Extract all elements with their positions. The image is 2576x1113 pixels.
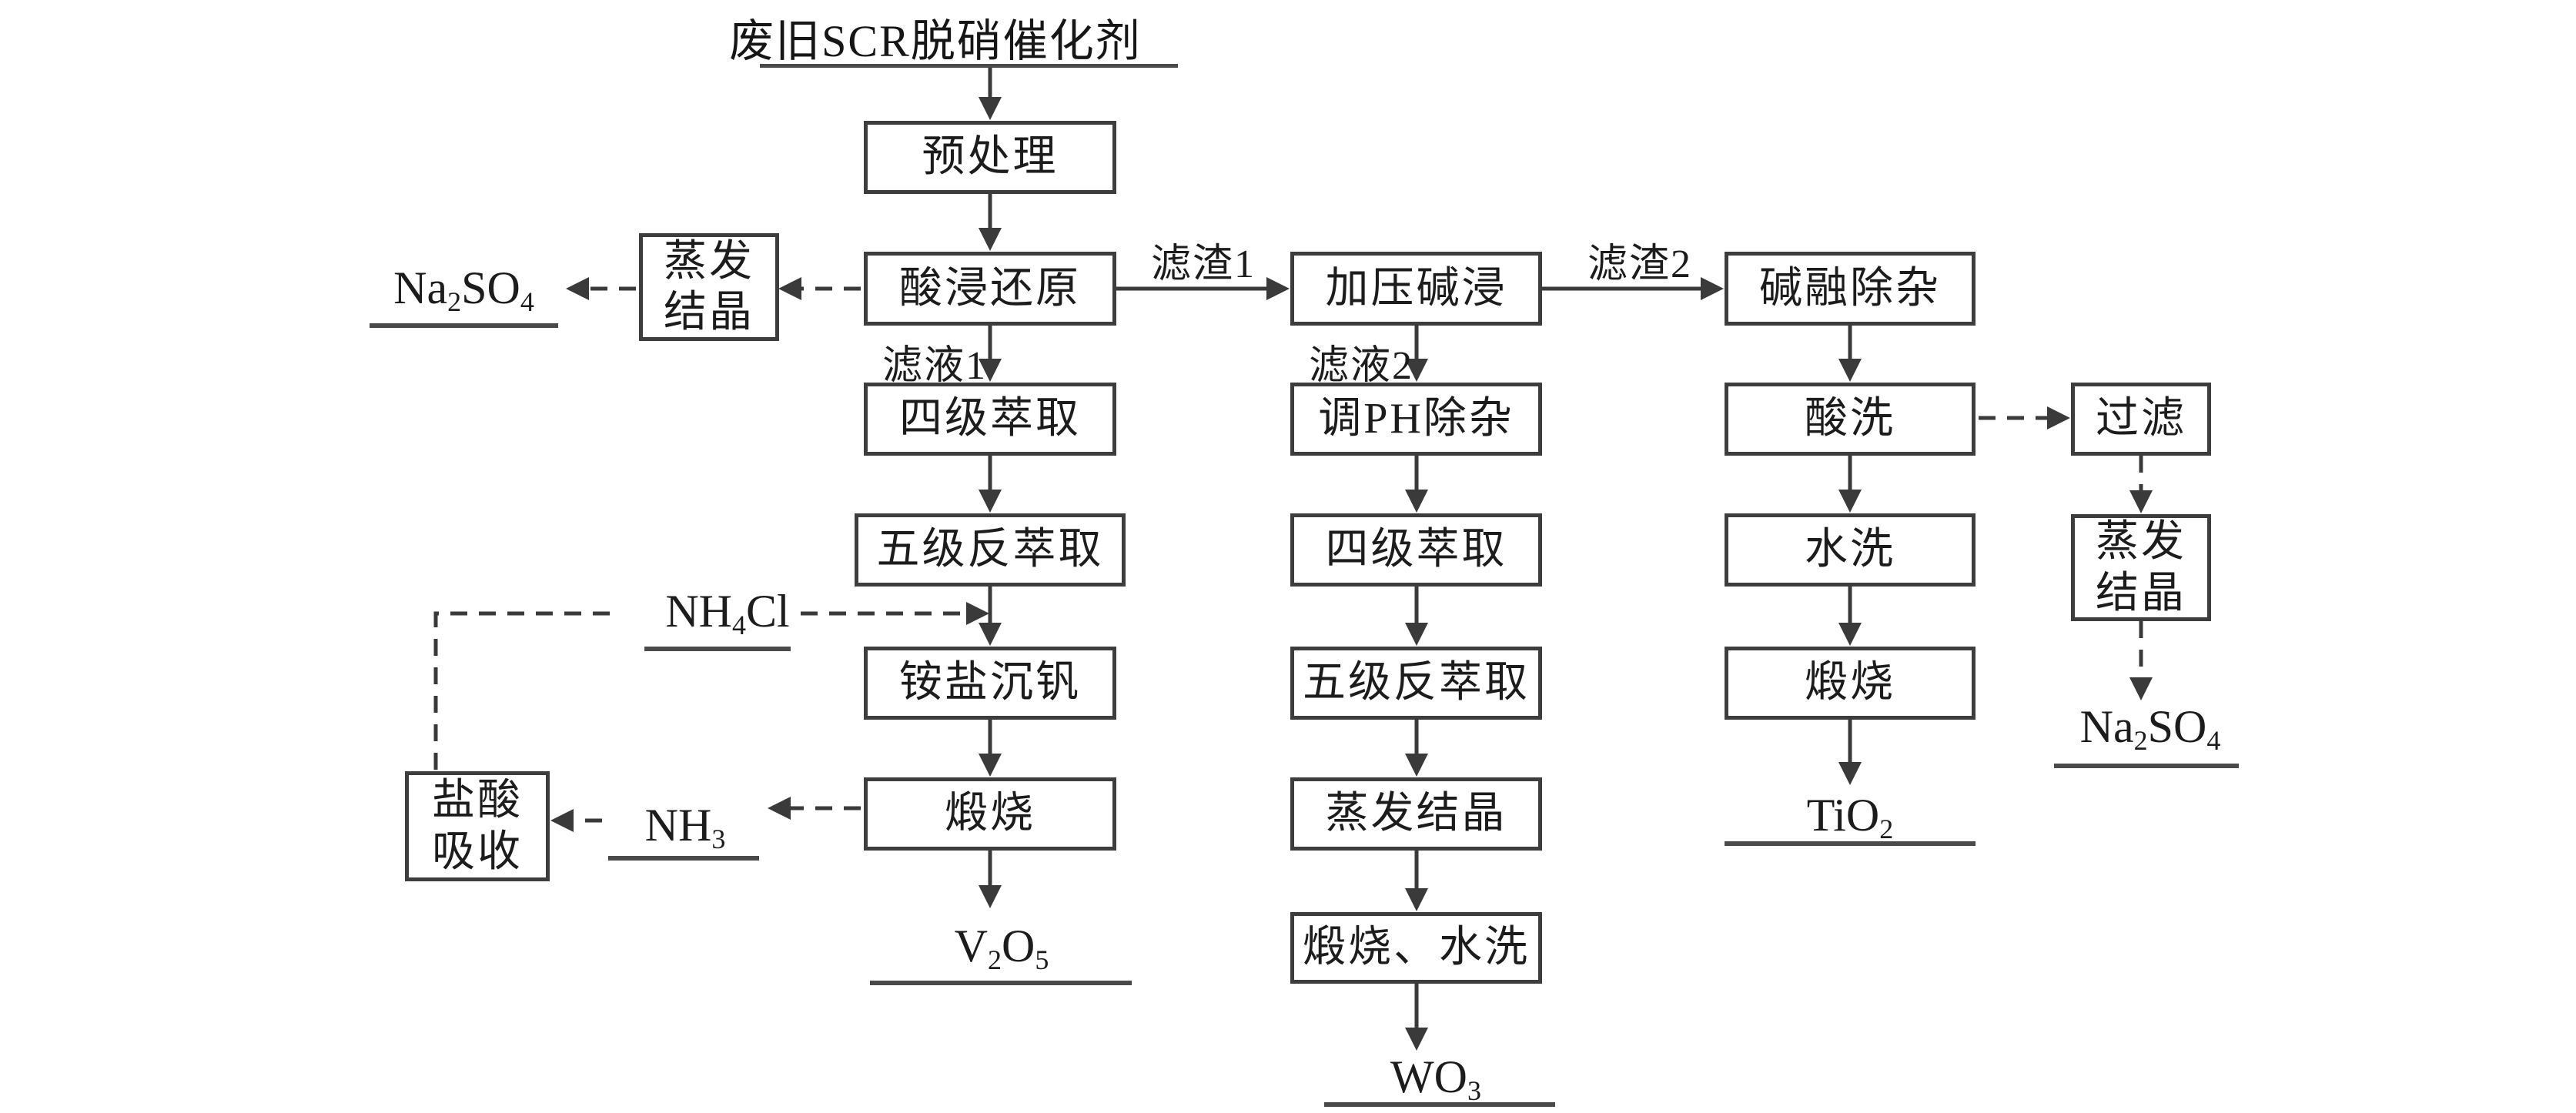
process-box-calcination-left: 煅烧 — [864, 777, 1116, 851]
process-box-pressure-alkali-leach: 加压碱浸 — [1290, 252, 1542, 326]
process-box-label: 蒸发结晶 — [1325, 790, 1507, 838]
chemical-part: 5 — [1035, 944, 1049, 976]
chemical-nh4cl: NH4Cl — [635, 585, 820, 641]
chemical-part: TiO — [1806, 790, 1880, 841]
process-box-label: 酸浸还原 — [899, 264, 1081, 313]
stream-label-filtrate-2: 滤液2 — [1308, 344, 1413, 388]
chemical-v2o5: V2O5 — [875, 920, 1129, 976]
process-box-label: 酸洗 — [1805, 395, 1895, 443]
chemical-part: 4 — [520, 286, 534, 318]
chemical-underline-na2so4-right — [2054, 764, 2239, 768]
chemical-part: 2 — [447, 286, 462, 318]
process-box-back-extraction-5-left: 五级反萃取 — [855, 513, 1126, 587]
process-box-label: 预处理 — [922, 133, 1059, 182]
process-box-label: 盐酸 — [432, 777, 523, 825]
process-box-label: 煅烧 — [945, 790, 1035, 838]
chemical-part: Cl — [745, 586, 790, 637]
process-box-alkali-fusion-impurity-removal: 碱融除杂 — [1725, 252, 1975, 326]
process-box-label: 加压碱浸 — [1325, 264, 1507, 313]
title-underline — [760, 64, 1178, 68]
chemical-underline-na2so4-left — [370, 323, 558, 328]
stream-label-residue-1: 滤渣1 — [1151, 242, 1256, 286]
process-box-hcl-absorption: 盐酸吸收 — [405, 771, 550, 881]
chemical-part: 2 — [1879, 814, 1894, 845]
process-box-extraction-4-mid: 四级萃取 — [1290, 513, 1542, 587]
chemical-part: NH — [665, 586, 732, 637]
chemical-part: Na — [2079, 701, 2134, 752]
chemical-part: V — [954, 921, 988, 971]
process-box-acid-leach-reduction: 酸浸还原 — [864, 252, 1116, 326]
chemical-part: 3 — [711, 824, 726, 855]
process-box-label: 水洗 — [1805, 526, 1895, 574]
process-box-evaporation-crystallization-left: 蒸发结晶 — [639, 233, 779, 341]
process-box-label: 结晶 — [664, 289, 754, 336]
process-box-label: 碱融除杂 — [1759, 264, 1941, 313]
process-box-label: 调PH除杂 — [1318, 395, 1514, 443]
process-box-label: 吸收 — [432, 827, 523, 876]
process-box-label: 五级反萃取 — [876, 526, 1104, 574]
chemical-na2so4-right: Na2SO4 — [2054, 700, 2246, 757]
chemical-tio2: TiO2 — [1754, 789, 1946, 845]
process-box-calcination-right: 煅烧 — [1725, 647, 1975, 720]
process-box-calcination-water-washing: 煅烧、水洗 — [1290, 912, 1542, 984]
process-box-label: 四级萃取 — [899, 395, 1081, 443]
chemical-underline-wo3 — [1324, 1102, 1555, 1107]
chemical-underline-nh3 — [608, 856, 759, 861]
process-box-water-washing: 水洗 — [1725, 513, 1975, 587]
chemical-part: Na — [393, 262, 448, 313]
chemical-part: 4 — [731, 610, 746, 641]
process-box-label: 蒸发 — [2096, 518, 2186, 567]
process-box-ammonium-vanadium-precipitation: 铵盐沉钒 — [864, 647, 1116, 720]
stream-label-residue-2: 滤渣2 — [1587, 242, 1693, 286]
diagram-title: 废旧SCR脱硝催化剂 — [729, 16, 1142, 66]
chemical-part: O — [1002, 921, 1035, 971]
process-box-label: 结晶 — [2096, 569, 2186, 617]
process-box-pretreatment: 预处理 — [864, 121, 1116, 194]
chemical-underline-nh4cl — [644, 647, 791, 651]
chemical-wo3: WO3 — [1320, 1051, 1551, 1107]
process-box-label: 四级萃取 — [1325, 526, 1507, 574]
chemical-part: 3 — [1467, 1075, 1481, 1107]
chemical-underline-v2o5 — [870, 981, 1132, 985]
process-box-evaporation-crystallization-right: 蒸发结晶 — [2071, 514, 2211, 621]
chemical-na2so4-left: Na2SO4 — [370, 262, 558, 318]
chemical-part: NH — [644, 800, 712, 851]
process-box-back-extraction-5-mid: 五级反萃取 — [1290, 647, 1542, 720]
process-box-extraction-4-left: 四级萃取 — [864, 383, 1116, 456]
process-box-label: 煅烧 — [1805, 659, 1895, 707]
process-box-adjust-ph-impurity-removal: 调PH除杂 — [1290, 383, 1542, 456]
process-box-acid-washing: 酸洗 — [1725, 383, 1975, 456]
line-hcl-absorption-to-nh4cl — [433, 611, 616, 770]
chemical-part: 4 — [2206, 725, 2221, 757]
chemical-part: WO — [1390, 1051, 1467, 1102]
chemical-part: 2 — [2133, 725, 2148, 757]
process-box-label: 蒸发 — [664, 237, 754, 286]
process-box-label: 五级反萃取 — [1303, 659, 1530, 707]
process-box-label: 煅烧、水洗 — [1303, 924, 1530, 972]
chemical-underline-tio2 — [1725, 841, 1975, 846]
chemical-part: SO — [461, 262, 520, 313]
process-box-label: 铵盐沉钒 — [899, 659, 1081, 707]
chemical-nh3: NH3 — [616, 799, 754, 855]
chemical-part: 2 — [988, 944, 1002, 976]
stream-label-filtrate-1: 滤液1 — [882, 344, 987, 388]
process-box-label: 过滤 — [2096, 395, 2186, 443]
process-box-evaporation-crystallization-mid: 蒸发结晶 — [1290, 777, 1542, 851]
chemical-part: SO — [2147, 701, 2207, 752]
process-box-filtration: 过滤 — [2071, 383, 2211, 456]
